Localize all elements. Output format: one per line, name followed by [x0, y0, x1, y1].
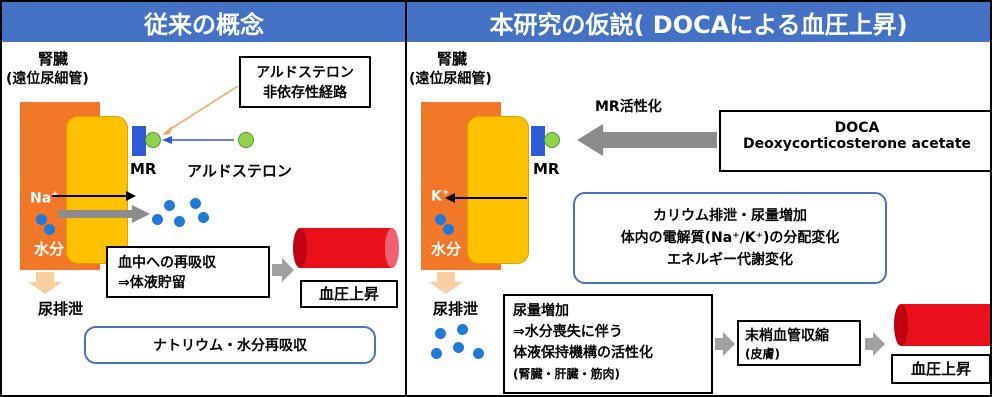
bp-rise-label: 血圧上昇	[318, 285, 379, 303]
doca-activation-arrow	[577, 124, 717, 156]
effects-line2: 体内の電解質(Na⁺/K⁺)の分配変化	[620, 230, 840, 246]
right-diagram-arrows	[429, 124, 990, 356]
aldosterone-molecule	[238, 132, 254, 148]
na-arrowhead	[126, 191, 136, 201]
kidney-label: 腎臓	[437, 50, 468, 68]
water-label: 水分	[431, 240, 462, 258]
na-ion-symbol: Na	[30, 190, 52, 207]
water-dot	[435, 328, 446, 339]
mr-receptor	[132, 126, 146, 156]
urine-box-line2: ⇒水分喪失に伴う	[513, 324, 623, 340]
blood-vessel-end	[894, 304, 908, 346]
water-dot	[36, 214, 47, 225]
bp-gray-arrow	[865, 332, 885, 356]
right-panel-title: 本研究の仮説( DOCAによる血圧上昇)	[407, 2, 990, 42]
water-dot	[164, 200, 175, 211]
water-dot	[431, 348, 442, 359]
gray-arrow	[58, 205, 150, 223]
independent-pathway-box: アルドステロン 非依存性経路	[239, 56, 371, 108]
orange-arrowhead	[162, 126, 172, 135]
vaso-line2: (皮膚)	[745, 347, 780, 361]
urine-label: 尿排泄	[38, 300, 84, 318]
effects-line3: エネルギー代謝変化	[667, 252, 793, 268]
reabsorb-line1: 血中への再吸収	[118, 255, 216, 271]
k-ion-charge: +	[441, 188, 450, 198]
left-panel: 従来の概念 腎臓 (遠位尿細管) MR アルドステロン アルドステロン 非依存性…	[0, 0, 408, 397]
aldosterone-label: アルドステロン	[187, 162, 292, 180]
bp-rise-box: 血圧上昇	[891, 354, 990, 384]
bound-ligand	[544, 132, 560, 148]
urine-box-line1: 尿量増加	[513, 303, 569, 319]
doca-line1: DOCA	[834, 120, 880, 136]
right-panel: 本研究の仮説( DOCAによる血圧上昇) 腎臓 (遠位尿細管) MR MR活性化…	[405, 0, 992, 397]
bp-rise-box: 血圧上昇	[300, 280, 398, 308]
left-diagram-arrows	[28, 85, 399, 294]
doca-box: DOCA Deoxycorticosterone acetate	[719, 110, 990, 172]
water-dot	[435, 214, 446, 225]
blood-vessel	[300, 228, 392, 268]
blood-vessel-end	[293, 228, 307, 268]
urine-box-line3: 体液保持機構の活性化	[513, 345, 653, 361]
vaso-line1: 末梢血管収縮	[745, 328, 829, 344]
doca-line2: Deoxycorticosterone acetate	[742, 136, 972, 152]
mr-label: MR	[533, 160, 560, 178]
vaso-gray-arrow	[715, 332, 735, 356]
summary-box: ナトリウム・水分再吸収	[84, 326, 376, 364]
water-label: 水分	[34, 240, 65, 258]
urine-box-line4: (腎臓・肝臓・筋肉)	[513, 367, 620, 381]
blood-vessel-cap	[385, 228, 399, 268]
water-dot	[190, 198, 201, 209]
urine-arrow	[429, 272, 463, 294]
orange-arrow	[165, 85, 239, 133]
urine-label: 尿排泄	[433, 300, 479, 318]
tubular-cell	[66, 116, 128, 264]
tubular-cell	[467, 116, 529, 264]
water-dot	[152, 214, 163, 225]
reabsorb-line2: ⇒体液貯留	[118, 275, 186, 291]
bp-gray-arrow	[272, 258, 294, 282]
mr-receptor	[531, 126, 545, 156]
mr-label: MR	[130, 160, 157, 178]
effects-line1: カリウム排泄・尿量増加	[653, 208, 807, 224]
urine-arrow	[28, 272, 62, 294]
water-dot	[174, 216, 185, 227]
water-dot	[457, 324, 468, 335]
water-dot	[198, 212, 209, 223]
k-arrowhead	[445, 193, 455, 203]
effects-box: カリウム排泄・尿量増加 体内の電解質(Na⁺/K⁺)の分配変化 エネルギー代謝変…	[573, 192, 887, 284]
k-ion-symbol: K	[431, 188, 442, 205]
tubule-label: (遠位尿細管)	[409, 71, 492, 87]
pathway-line2: 非依存性経路	[263, 85, 347, 101]
urine-increase-box: 尿量増加 ⇒水分喪失に伴う 体液保持機構の活性化 (腎臓・肝臓・筋肉)	[503, 294, 713, 394]
blue-arrowhead	[162, 136, 172, 144]
water-dot	[453, 342, 464, 353]
bound-ligand	[145, 132, 161, 148]
left-panel-title: 従来の概念	[2, 2, 406, 42]
mr-activation-label: MR活性化	[595, 99, 662, 115]
blood-vessel	[901, 304, 990, 346]
water-dot	[44, 224, 55, 235]
water-dot	[443, 224, 454, 235]
bp-rise-label: 血圧上昇	[910, 360, 971, 378]
k-ion-label: K+	[431, 188, 449, 205]
kidney-label: 腎臓	[38, 50, 69, 68]
vasoconstriction-box: 末梢血管収縮 (皮膚)	[737, 320, 861, 366]
water-dot	[473, 348, 484, 359]
pathway-line1: アルドステロン	[256, 65, 354, 81]
reabsorption-box: 血中への再吸収 ⇒体液貯留	[106, 246, 270, 298]
tubule-label: (遠位尿細管)	[6, 71, 89, 87]
